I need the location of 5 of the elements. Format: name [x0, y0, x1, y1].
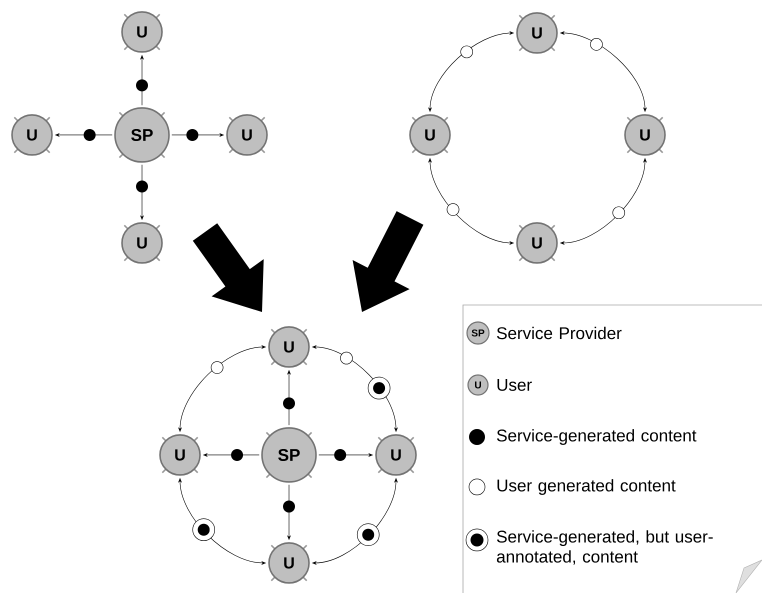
legend-text: Service-generated, but user-annotated, content: [496, 530, 713, 565]
legend-text: User: [498, 379, 532, 391]
legend-text: Service-generated content: [496, 429, 696, 445]
legend-text: User generated content: [498, 479, 676, 495]
legend-text: Service Provider: [496, 326, 622, 340]
